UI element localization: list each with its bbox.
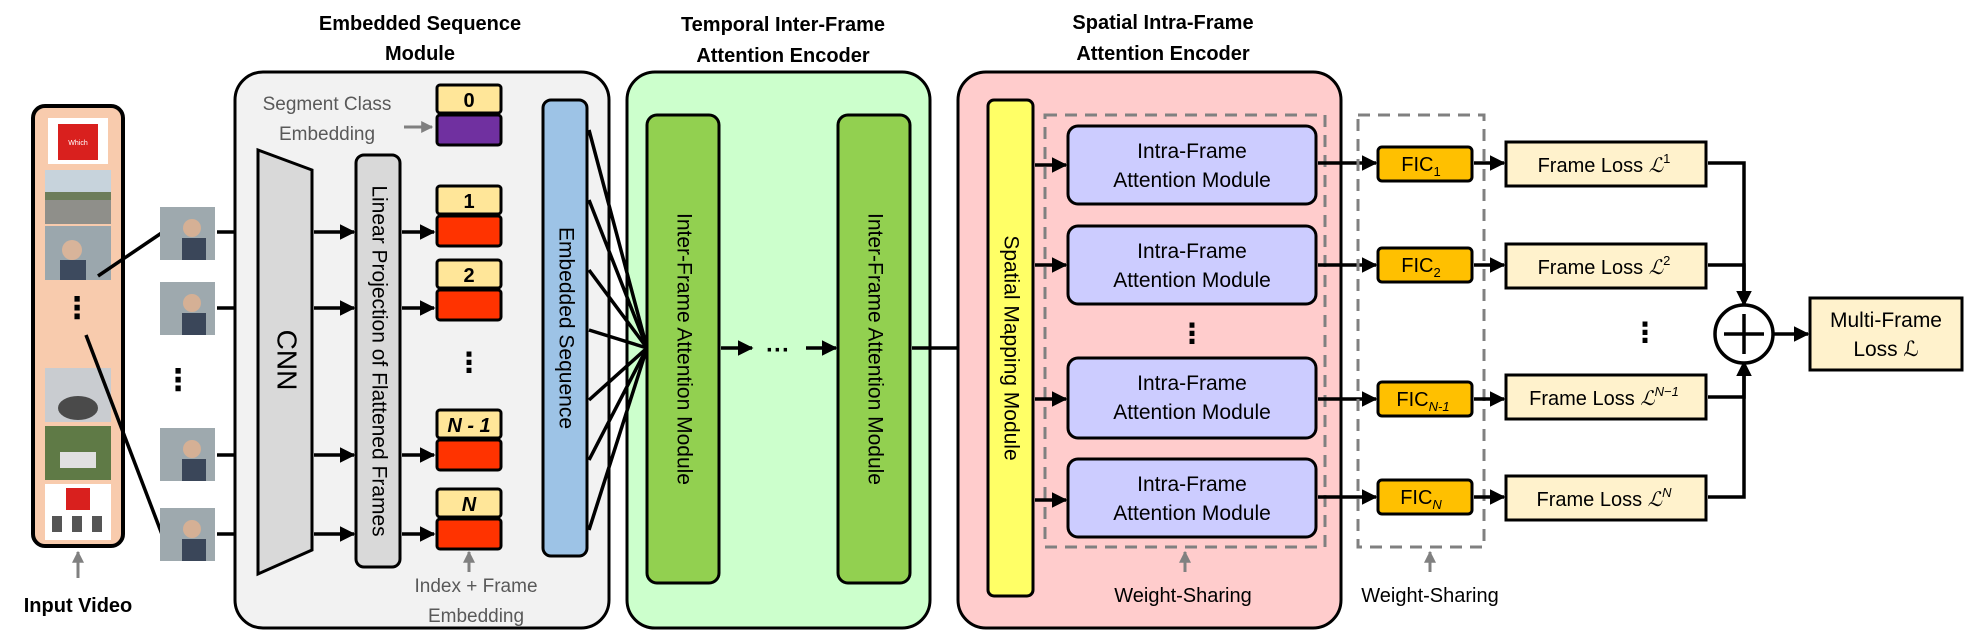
intra-frame-dots: ⋮: [1178, 318, 1206, 349]
embedded-sequence-module: [233, 70, 611, 630]
ad-logo-text: Which: [68, 140, 88, 147]
token-index-label: N: [462, 494, 477, 516]
inter-frame-module-label: Inter-Frame Attention Module: [863, 213, 886, 485]
intra-frame-label-line2: Attention Module: [1113, 269, 1271, 292]
intra-frame-module-2: Intra-Frame Attention Module: [1066, 224, 1318, 306]
frame-loss-label: Frame Loss ℒN−1: [1529, 384, 1679, 410]
inter-frame-attention-module-1: [645, 113, 721, 585]
fic-label: FICN: [1400, 487, 1442, 512]
fic-n: FICN: [1376, 478, 1474, 516]
sampled-frames: ⋮: [160, 207, 215, 561]
embedded-module-title: Embedded Sequence: [319, 13, 521, 35]
intra-frame-label: Intra-Frame: [1137, 140, 1247, 163]
token-n: N: [435, 487, 503, 551]
frame-loss-dots: ⋮: [1631, 317, 1659, 348]
intra-frame-label-line2: Attention Module: [1113, 401, 1271, 424]
fic-weight-sharing-box: [1356, 113, 1486, 549]
intra-frame-label: Intra-Frame: [1137, 473, 1247, 496]
fic-n-minus-1: FICN-1: [1376, 380, 1474, 418]
sampled-frame: [160, 282, 215, 335]
input-video-strip: Which ⋮: [31, 104, 125, 548]
embedded-module-title-line2: Module: [385, 43, 455, 65]
cnn-label: CNN: [272, 330, 303, 391]
cnn-block: [256, 147, 314, 577]
spatial-mapping-label: Spatial Mapping Module: [999, 235, 1022, 460]
input-frames-dots: ⋮: [62, 292, 92, 325]
fic-label: FIC1: [1401, 154, 1440, 179]
segment-class-label: Segment Class: [263, 94, 392, 115]
token-2: 2: [435, 258, 503, 322]
multi-frame-loss-label-line2: Loss ℒ: [1853, 338, 1918, 361]
frame-loss-2: Frame Loss ℒ2: [1504, 242, 1708, 290]
index-frame-embedding-label: Index + Frame: [414, 576, 537, 597]
sampled-frame: [160, 508, 215, 561]
token-index-label: N - 1: [447, 415, 490, 437]
token-1: 1: [435, 184, 503, 248]
spatial-mapping-module: [986, 98, 1035, 598]
sampled-frame: [160, 428, 215, 481]
inter-frame-module-label: Inter-Frame Attention Module: [672, 213, 695, 485]
fic-1: FIC1: [1376, 145, 1474, 183]
temporal-encoder-title-line2: Attention Encoder: [696, 45, 870, 67]
frame-loss-n-minus-1: Frame Loss ℒN−1: [1504, 373, 1708, 421]
sampled-frames-dots: ⋮: [163, 364, 193, 397]
intra-frame-module-n: Intra-Frame Attention Module: [1066, 457, 1318, 539]
frame-loss-label: Frame Loss ℒN: [1537, 485, 1673, 511]
frame-loss-n: Frame Loss ℒN: [1504, 474, 1708, 522]
intra-frame-module-n-minus-1: Intra-Frame Attention Module: [1066, 356, 1318, 440]
fic-label: FICN-1: [1396, 389, 1449, 414]
intra-weight-sharing-box: [1043, 113, 1327, 549]
inter-frame-attention-module-n: [836, 113, 912, 585]
token-index-label: 2: [463, 265, 474, 287]
embedded-sequence-block: [541, 98, 589, 558]
fic-weight-sharing-label: Weight-Sharing: [1361, 585, 1498, 607]
embedded-sequence-label: Embedded Sequence: [554, 227, 577, 429]
intra-frame-label: Intra-Frame: [1137, 372, 1247, 395]
intra-frame-label: Intra-Frame: [1137, 240, 1247, 263]
spatial-encoder-title: Spatial Intra-Frame: [1072, 12, 1253, 34]
temporal-ellipsis: ···: [766, 337, 790, 364]
input-video-label: Input Video: [24, 595, 133, 617]
multi-frame-loss-label: Multi-Frame: [1830, 309, 1942, 332]
frame-loss-label: Frame Loss ℒ2: [1538, 253, 1671, 279]
sum-node: [1713, 303, 1775, 365]
token-index-label: 0: [463, 90, 474, 112]
intra-frame-label-line2: Attention Module: [1113, 169, 1271, 192]
token-n-minus-1: N - 1: [435, 408, 503, 472]
frame-loss-1: Frame Loss ℒ1: [1504, 140, 1708, 188]
fic-label: FIC2: [1401, 255, 1440, 280]
segment-class-label-line2: Embedding: [279, 124, 375, 145]
fic-2: FIC2: [1376, 246, 1474, 284]
intra-frame-module-1: Intra-Frame Attention Module: [1066, 124, 1318, 206]
tokens-dots: ⋮: [455, 347, 483, 378]
intra-frame-label-line2: Attention Module: [1113, 502, 1271, 525]
token-index-label: 1: [463, 191, 474, 213]
temporal-encoder-title: Temporal Inter-Frame: [681, 14, 885, 36]
token-class: 0: [435, 83, 503, 147]
multi-frame-loss: Multi-Frame Loss ℒ: [1808, 296, 1964, 372]
index-frame-embedding-label-line2: Embedding: [428, 606, 524, 627]
intra-weight-sharing-label: Weight-Sharing: [1114, 585, 1251, 607]
spatial-encoder-title-line2: Attention Encoder: [1076, 43, 1250, 65]
sampled-frame: [160, 207, 215, 260]
linear-projection-label: Linear Projection of Flattened Frames: [367, 185, 390, 536]
frame-loss-label: Frame Loss ℒ1: [1538, 151, 1671, 177]
linear-projection-block: [354, 153, 402, 569]
